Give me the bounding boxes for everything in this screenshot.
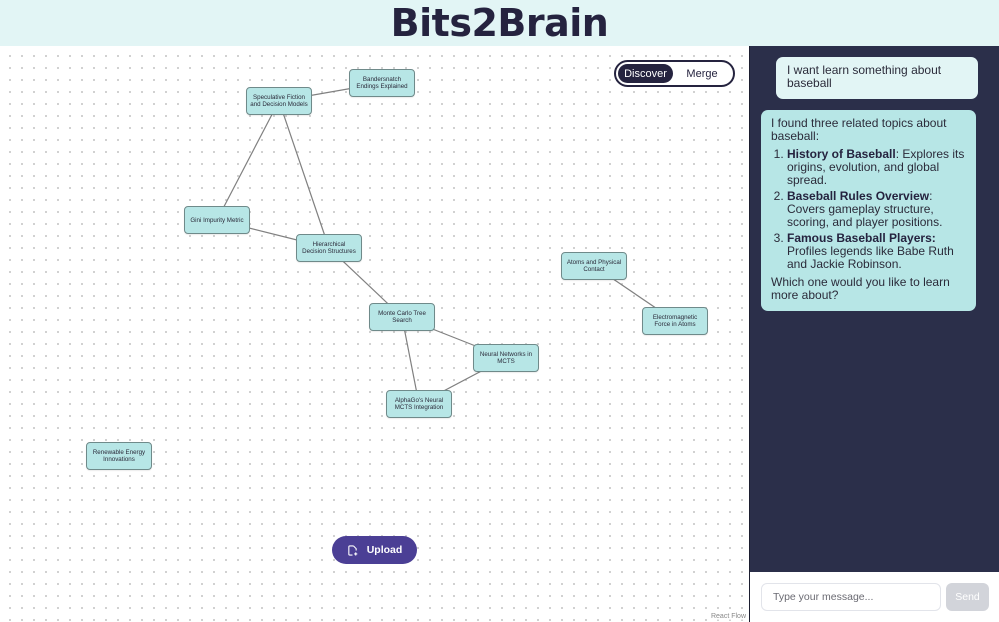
toggle-merge[interactable]: Merge	[686, 67, 718, 80]
app-header: Bits2Brain	[0, 0, 999, 46]
graph-edge	[216, 100, 280, 221]
graph-node[interactable]: Atoms and Physical Contact	[561, 252, 627, 280]
assistant-outro: Which one would you like to learn more a…	[771, 275, 950, 302]
graph-node[interactable]: Monte Carlo Tree Search	[369, 303, 435, 331]
chat-input-bar: Send	[749, 572, 999, 622]
graph-node[interactable]: Speculative Fiction and Decision Models	[246, 87, 312, 115]
graph-edge	[401, 316, 420, 405]
react-flow-attribution[interactable]: React Flow	[709, 613, 747, 620]
topic-item: Famous Baseball Players: Profiles legend…	[787, 232, 966, 271]
graph-node[interactable]: Electromagnetic Force in Atoms	[642, 307, 708, 335]
graph-canvas[interactable]: Speculative Fiction and Decision Models …	[0, 46, 749, 622]
topic-list: History of Baseball: Explores its origin…	[787, 148, 966, 271]
assistant-intro: I found three related topics about baseb…	[771, 116, 947, 143]
graph-node[interactable]: AlphaGo's Neural MCTS Integration	[386, 390, 452, 418]
topic-item: Baseball Rules Overview: Covers gameplay…	[787, 190, 966, 229]
graph-node[interactable]: Gini Impurity Metric	[184, 206, 250, 234]
graph-node[interactable]: Renewable Energy Innovations	[86, 442, 152, 470]
upload-button[interactable]: Upload	[332, 536, 417, 564]
graph-node[interactable]: Hierarchical Decision Structures	[296, 234, 362, 262]
graph-node[interactable]: Bandersnatch Endings Explained	[349, 69, 415, 97]
graph-edge	[278, 100, 330, 249]
graph-node[interactable]: Neural Networks in MCTS	[473, 344, 539, 372]
user-message: I want learn something about baseball	[776, 57, 978, 99]
send-button[interactable]: Send	[946, 583, 989, 611]
upload-label: Upload	[366, 544, 403, 556]
toggle-discover[interactable]: Discover	[618, 64, 674, 83]
chat-panel: I want learn something about baseball I …	[749, 46, 999, 572]
mode-toggle[interactable]: Discover Merge	[614, 60, 735, 87]
app-title: Bits2Brain	[390, 1, 609, 45]
topic-item: History of Baseball: Explores its origin…	[787, 148, 966, 187]
file-upload-icon	[347, 544, 357, 556]
assistant-message: I found three related topics about baseb…	[761, 110, 976, 311]
message-input[interactable]	[761, 583, 941, 611]
